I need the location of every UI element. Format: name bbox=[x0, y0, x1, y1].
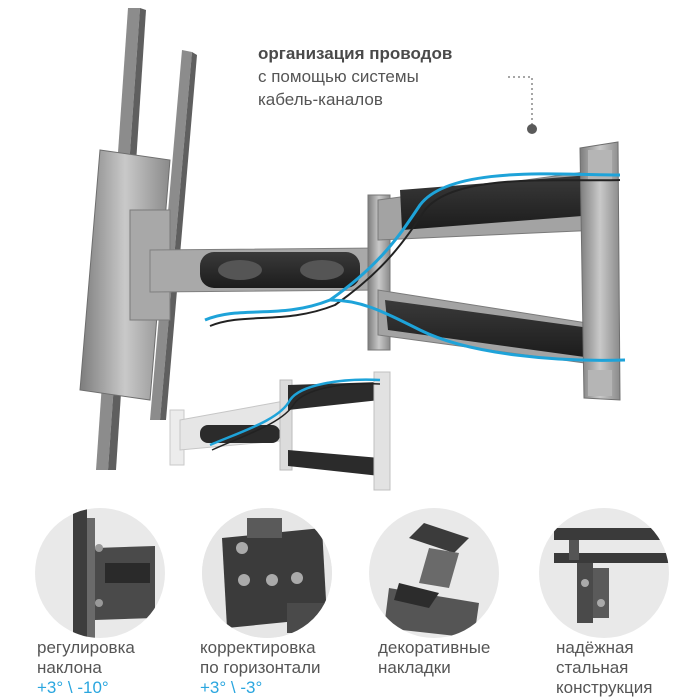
caption-cover-line2: накладки bbox=[378, 658, 451, 677]
caption-tilt: регулировка наклона +3° \ -10° bbox=[37, 638, 135, 698]
callout-leader-line bbox=[508, 76, 537, 134]
caption-tilt-range: +3° \ -10° bbox=[37, 678, 109, 697]
caption-horizontal: корректировка по горизонтали +3° \ -3° bbox=[200, 638, 321, 698]
feature-image-tilt bbox=[35, 508, 165, 638]
steel-frame-icon bbox=[554, 528, 669, 623]
caption-cover: декоративные накладки bbox=[378, 638, 490, 678]
caption-horizontal-line2: по горизонтали bbox=[200, 658, 321, 677]
caption-tilt-line2: наклона bbox=[37, 658, 102, 677]
cable-management-callout: организация проводов с помощью системы к… bbox=[258, 42, 508, 111]
tilt-adjust-icon bbox=[73, 508, 155, 638]
feature-image-steel bbox=[539, 508, 669, 638]
callout-title: организация проводов bbox=[258, 44, 453, 63]
caption-steel-line1: надёжная bbox=[556, 638, 634, 657]
callout-line-3: кабель-каналов bbox=[258, 90, 383, 109]
feature-image-horizontal bbox=[202, 508, 332, 638]
caption-cover-line1: декоративные bbox=[378, 638, 491, 657]
caption-steel: надёжная стальная конструкция bbox=[556, 638, 652, 698]
horizontal-adjust-icon bbox=[202, 508, 332, 638]
caption-horizontal-range: +3° \ -3° bbox=[200, 678, 263, 697]
wall-mount-bracket-image bbox=[79, 8, 626, 491]
callout-line-2: с помощью системы bbox=[258, 67, 419, 86]
caption-steel-line2: стальная bbox=[556, 658, 629, 677]
feature-image-cover bbox=[369, 508, 499, 638]
caption-horizontal-line1: корректировка bbox=[200, 638, 316, 657]
decorative-cover-icon bbox=[384, 523, 479, 638]
caption-steel-line3: конструкция bbox=[556, 678, 653, 697]
caption-tilt-line1: регулировка bbox=[37, 638, 135, 657]
